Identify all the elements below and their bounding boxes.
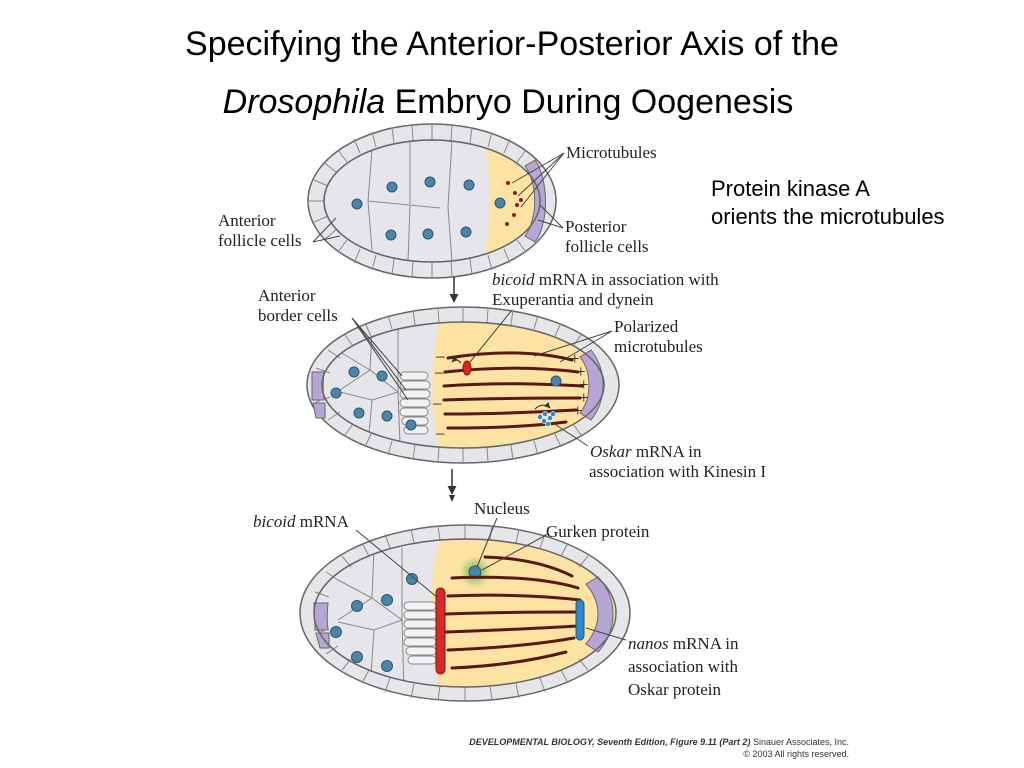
label-bicoid-mrna: bicoid mRNA xyxy=(253,512,350,531)
page-title-line2: Drosophila Embryo During Oogenesis xyxy=(0,80,1020,124)
label-anterior-follicle-2: follicle cells xyxy=(218,231,302,250)
nurse-cell-nuclei-3 xyxy=(330,573,418,672)
leader-nanos xyxy=(585,627,627,641)
leader-nucleus xyxy=(476,517,498,568)
svg-text:–: – xyxy=(435,346,445,365)
microtubule-dots-1 xyxy=(505,181,523,226)
label-microtubules: Microtubules xyxy=(566,143,657,162)
side-note-line1: Protein kinase A xyxy=(711,176,870,201)
side-note: Protein kinase A orients the microtubule… xyxy=(711,175,945,231)
leader-border-cells xyxy=(351,317,409,401)
nanos-mrna-3 xyxy=(575,599,585,641)
anterior-polar-cells-3b xyxy=(315,632,330,649)
label-nanos-1: nanos mRNA in xyxy=(628,634,739,653)
figure-credit: DEVELOPMENTAL BIOLOGY, Seventh Edition, … xyxy=(469,737,849,747)
oocyte-nucleus-1 xyxy=(494,197,506,209)
page-title: Specifying the Anterior-Posterior Axis o… xyxy=(185,25,839,63)
egg-chamber-3 xyxy=(299,524,631,702)
label-border-cells-2: border cells xyxy=(258,306,338,325)
svg-text:+: + xyxy=(579,375,589,394)
border-cells-3 xyxy=(403,601,438,665)
posterior-follicle-cells-1 xyxy=(524,159,546,243)
nurse-cell-nuclei-1 xyxy=(351,176,475,241)
nurse-cell-nuclei-2 xyxy=(330,366,417,431)
label-polarized-2: microtubules xyxy=(614,337,703,356)
figure-credit-rights: © 2003 All rights reserved. xyxy=(743,749,849,759)
title-rest: Embryo During Oogenesis xyxy=(385,83,794,121)
side-note-line2: orients the microtubules xyxy=(711,204,945,229)
oocyte-nucleus-2 xyxy=(550,375,562,387)
label-nanos-3: Oskar protein xyxy=(628,680,722,699)
leader-microtubules xyxy=(511,152,565,208)
label-posterior-follicle-1: Posterior xyxy=(565,217,627,236)
anterior-polar-cells-3a xyxy=(313,602,329,631)
svg-text:+: + xyxy=(579,388,589,407)
bicoid-mrna-3 xyxy=(435,587,446,675)
posterior-follicle-cells-3 xyxy=(585,576,614,653)
label-bicoid-exuperantia-2: Exuperantia and dynein xyxy=(492,290,654,309)
leader-bicoid-3 xyxy=(355,529,439,599)
leader-posterior-follicle xyxy=(537,204,564,229)
plus-ends-2: + + + + + xyxy=(570,349,589,420)
label-polarized-1: Polarized xyxy=(614,317,679,336)
leader-polarized xyxy=(533,330,613,363)
label-oskar-1: Oskar mRNA in xyxy=(590,442,702,461)
svg-text:+: + xyxy=(573,401,583,420)
label-bicoid-exuperantia: bicoid mRNA in association with xyxy=(492,270,719,289)
svg-text:+: + xyxy=(570,349,580,368)
oskar-mrna-2 xyxy=(537,411,556,427)
egg-chamber-2: – – – – + + + + + xyxy=(306,306,620,464)
minus-ends-2: – – – – xyxy=(432,346,445,442)
leader-oskar xyxy=(552,422,589,447)
polarized-microtubules-2 xyxy=(442,351,584,430)
label-gurken: Gurken protein xyxy=(546,522,650,541)
bicoid-mrna-2 xyxy=(462,360,472,376)
label-nanos-2: association with xyxy=(628,657,739,676)
label-anterior-follicle-1: Anterior xyxy=(218,211,276,230)
leader-bicoid-2 xyxy=(469,309,513,363)
label-border-cells-1: Anterior xyxy=(258,286,316,305)
leader-anterior-follicle xyxy=(312,217,341,243)
svg-text:–: – xyxy=(435,423,445,442)
leader-gurken xyxy=(481,533,549,571)
label-oskar-2: association with Kinesin I xyxy=(589,462,766,481)
label-posterior-follicle-2: follicle cells xyxy=(565,237,649,256)
svg-text:–: – xyxy=(434,362,444,381)
microtubules-3 xyxy=(444,555,582,670)
egg-chamber-1 xyxy=(307,123,557,279)
border-cells-2 xyxy=(399,371,431,435)
svg-text:+: + xyxy=(576,362,586,381)
anterior-polar-cells-2b xyxy=(312,402,326,419)
title-species: Drosophila xyxy=(222,83,386,121)
label-nucleus: Nucleus xyxy=(474,499,530,518)
svg-text:–: – xyxy=(432,393,442,412)
